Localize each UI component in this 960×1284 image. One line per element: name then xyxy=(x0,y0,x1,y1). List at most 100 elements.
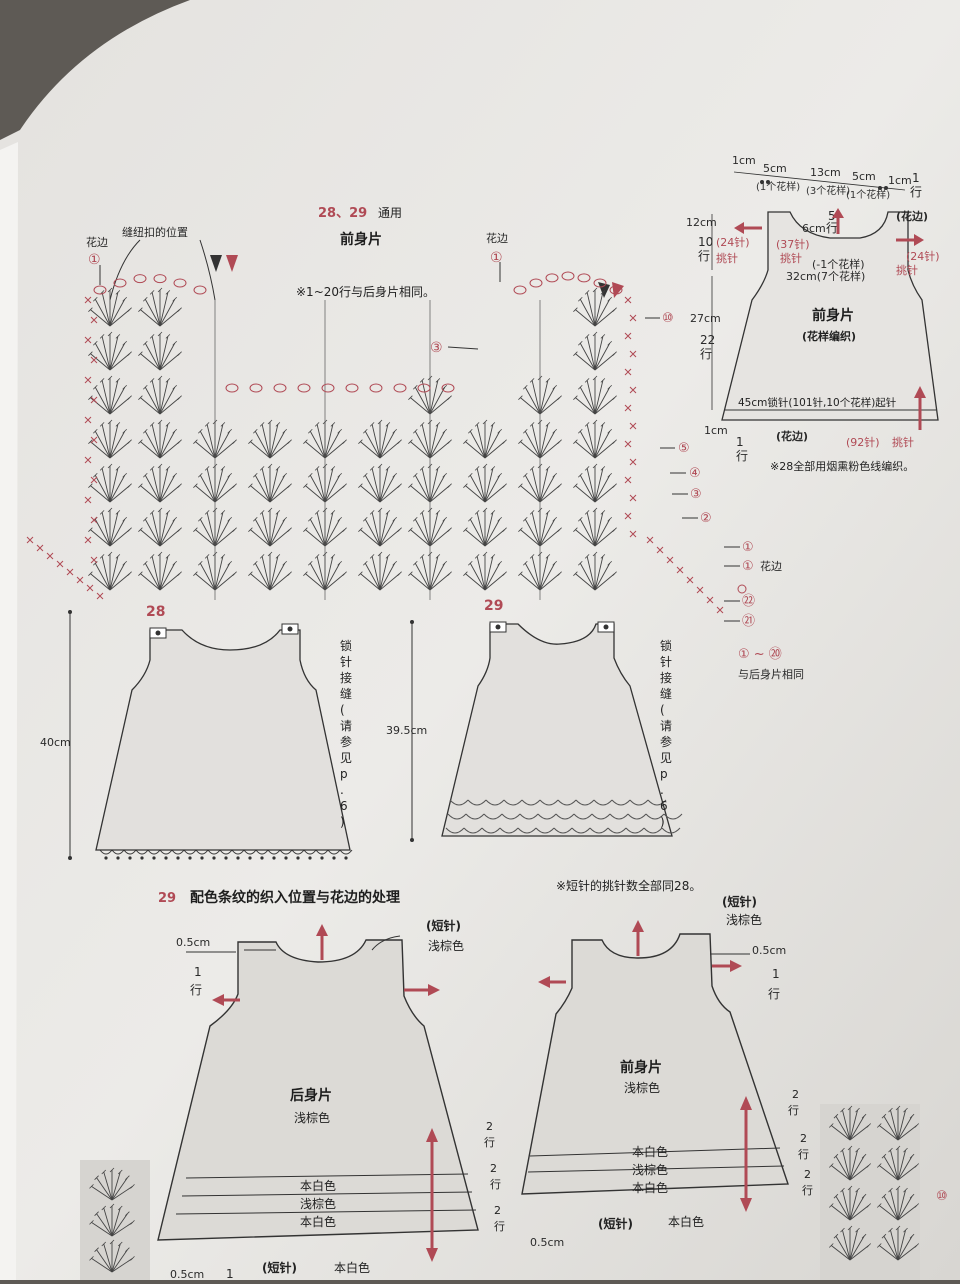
svg-text:1cm: 1cm xyxy=(732,154,756,167)
svg-text:浅棕色: 浅棕色 xyxy=(300,1196,336,1211)
marker-triangle-1 xyxy=(210,255,222,272)
label-edging-right: 花边 xyxy=(486,232,508,245)
svg-text:45cm锁针(101针,10个花样)起针: 45cm锁针(101针,10个花样)起针 xyxy=(738,396,896,409)
svg-text:29: 29 xyxy=(484,598,503,614)
svg-text:6: 6 xyxy=(660,799,668,813)
svg-text:2: 2 xyxy=(800,1132,807,1145)
circle-3: ③ xyxy=(430,340,443,356)
svg-text:锁: 锁 xyxy=(660,638,672,653)
svg-text:p: p xyxy=(340,767,348,781)
page-edge xyxy=(0,142,18,1280)
schematic-front: 1cm 5cm 13cm 5cm 1cm (1个花样) (3个花样) (1个花样… xyxy=(686,154,940,473)
svg-text:.: . xyxy=(660,783,664,797)
svg-text:见: 见 xyxy=(340,751,352,765)
svg-text:浅棕色: 浅棕色 xyxy=(294,1110,330,1125)
svg-text:行: 行 xyxy=(798,1148,809,1161)
svg-text:2: 2 xyxy=(494,1204,501,1217)
svg-text:行: 行 xyxy=(190,983,202,997)
svg-text:): ) xyxy=(340,815,345,829)
svg-text:见: 见 xyxy=(660,751,672,765)
front-chart-title: 前身片 xyxy=(340,231,382,248)
svg-text:(37针): (37针) xyxy=(776,237,810,251)
svg-text:39.5cm: 39.5cm xyxy=(386,724,427,737)
crochet-chart xyxy=(26,271,724,614)
svg-text:(92针): (92针) xyxy=(846,435,880,449)
svg-text:① ~ ⑳: ① ~ ⑳ xyxy=(738,647,782,662)
svg-text:2: 2 xyxy=(490,1162,497,1175)
svg-text:②: ② xyxy=(700,511,712,526)
back-piece-outline xyxy=(157,939,479,1241)
circle-1-right: ① xyxy=(490,250,503,266)
svg-text:挑针: 挑针 xyxy=(780,251,802,265)
svg-text:行: 行 xyxy=(788,1104,799,1117)
svg-text:1: 1 xyxy=(194,965,202,979)
svg-text:(花边): (花边) xyxy=(776,429,808,443)
bottom-heading: 配色条纹的织入位置与花边的处理 xyxy=(190,889,400,906)
dress-28-outline xyxy=(95,629,351,851)
svg-text:③: ③ xyxy=(690,487,702,502)
svg-text:⑤: ⑤ xyxy=(678,441,690,456)
circle-1-left: ① xyxy=(88,252,101,268)
svg-text:参: 参 xyxy=(660,734,672,749)
chart-fragment-right xyxy=(820,1104,920,1280)
marker-triangle-2 xyxy=(226,255,238,272)
svg-text:缝: 缝 xyxy=(660,686,672,701)
svg-text:(24针): (24针) xyxy=(716,235,750,249)
svg-text:锁: 锁 xyxy=(340,638,352,653)
svg-text:浅棕色: 浅棕色 xyxy=(726,912,762,927)
svg-text:(3个花样): (3个花样) xyxy=(806,184,850,197)
svg-text:行: 行 xyxy=(698,249,710,263)
marker-triangle-3 xyxy=(598,282,610,298)
chart-fragment-left xyxy=(80,1160,150,1280)
svg-text:浅棕色: 浅棕色 xyxy=(624,1080,660,1095)
svg-text:接: 接 xyxy=(340,670,352,685)
svg-text:(短针): (短针) xyxy=(262,1260,297,1275)
svg-text:(-1个花样): (-1个花样) xyxy=(812,257,865,271)
svg-text:后身片: 后身片 xyxy=(290,1087,332,1104)
svg-text:㉑: ㉑ xyxy=(742,614,755,629)
arrow-3 xyxy=(447,346,479,350)
svg-text:(1个花样): (1个花样) xyxy=(846,188,890,201)
svg-text:(24针): (24针) xyxy=(906,249,940,263)
svg-text:(短针): (短针) xyxy=(426,918,461,933)
svg-text:与后身片相同: 与后身片相同 xyxy=(738,667,804,681)
svg-text:12cm: 12cm xyxy=(686,216,717,229)
svg-text:(: ( xyxy=(340,703,345,717)
svg-text:(短针): (短针) xyxy=(598,1216,633,1231)
svg-text:10: 10 xyxy=(698,235,713,249)
svg-text:行: 行 xyxy=(494,1220,505,1233)
bottom-heading-num: 29 xyxy=(158,891,176,906)
svg-text:浅棕色: 浅棕色 xyxy=(428,938,464,953)
svg-text:6: 6 xyxy=(340,799,348,813)
svg-text:2: 2 xyxy=(486,1120,493,1133)
svg-text:本白色: 本白色 xyxy=(300,1214,336,1229)
dress-29-outline xyxy=(441,623,673,837)
svg-text:0.5cm: 0.5cm xyxy=(170,1268,204,1280)
svg-text:行: 行 xyxy=(768,987,780,1001)
front-piece-29: (短针) 浅棕色 0.5cm 1 行 前身片 浅棕色 本白色 浅棕色 本白色 2… xyxy=(521,894,948,1249)
svg-text:⑩: ⑩ xyxy=(936,1189,948,1204)
svg-text:32cm(7个花样): 32cm(7个花样) xyxy=(786,269,865,283)
svg-text:挑针: 挑针 xyxy=(716,251,738,265)
svg-text:): ) xyxy=(660,815,665,829)
bottom-note: ※短针的挑针数全部同28。 xyxy=(556,878,701,893)
svg-text:请: 请 xyxy=(660,719,672,733)
svg-text:前身片: 前身片 xyxy=(620,1059,662,1076)
svg-text:22: 22 xyxy=(700,333,715,347)
svg-text:0.5cm: 0.5cm xyxy=(176,936,210,949)
svg-text:28: 28 xyxy=(146,604,165,620)
svg-text:挑针: 挑针 xyxy=(892,435,914,449)
svg-text:接: 接 xyxy=(660,670,672,685)
svg-text:参: 参 xyxy=(340,734,352,749)
svg-text:5cm: 5cm xyxy=(763,162,787,175)
pattern-ref: 28、29 xyxy=(318,206,367,221)
svg-text:1: 1 xyxy=(772,967,780,981)
svg-text:行: 行 xyxy=(826,221,838,235)
front-piece-outline xyxy=(521,933,789,1195)
svg-text:40cm: 40cm xyxy=(40,736,71,749)
